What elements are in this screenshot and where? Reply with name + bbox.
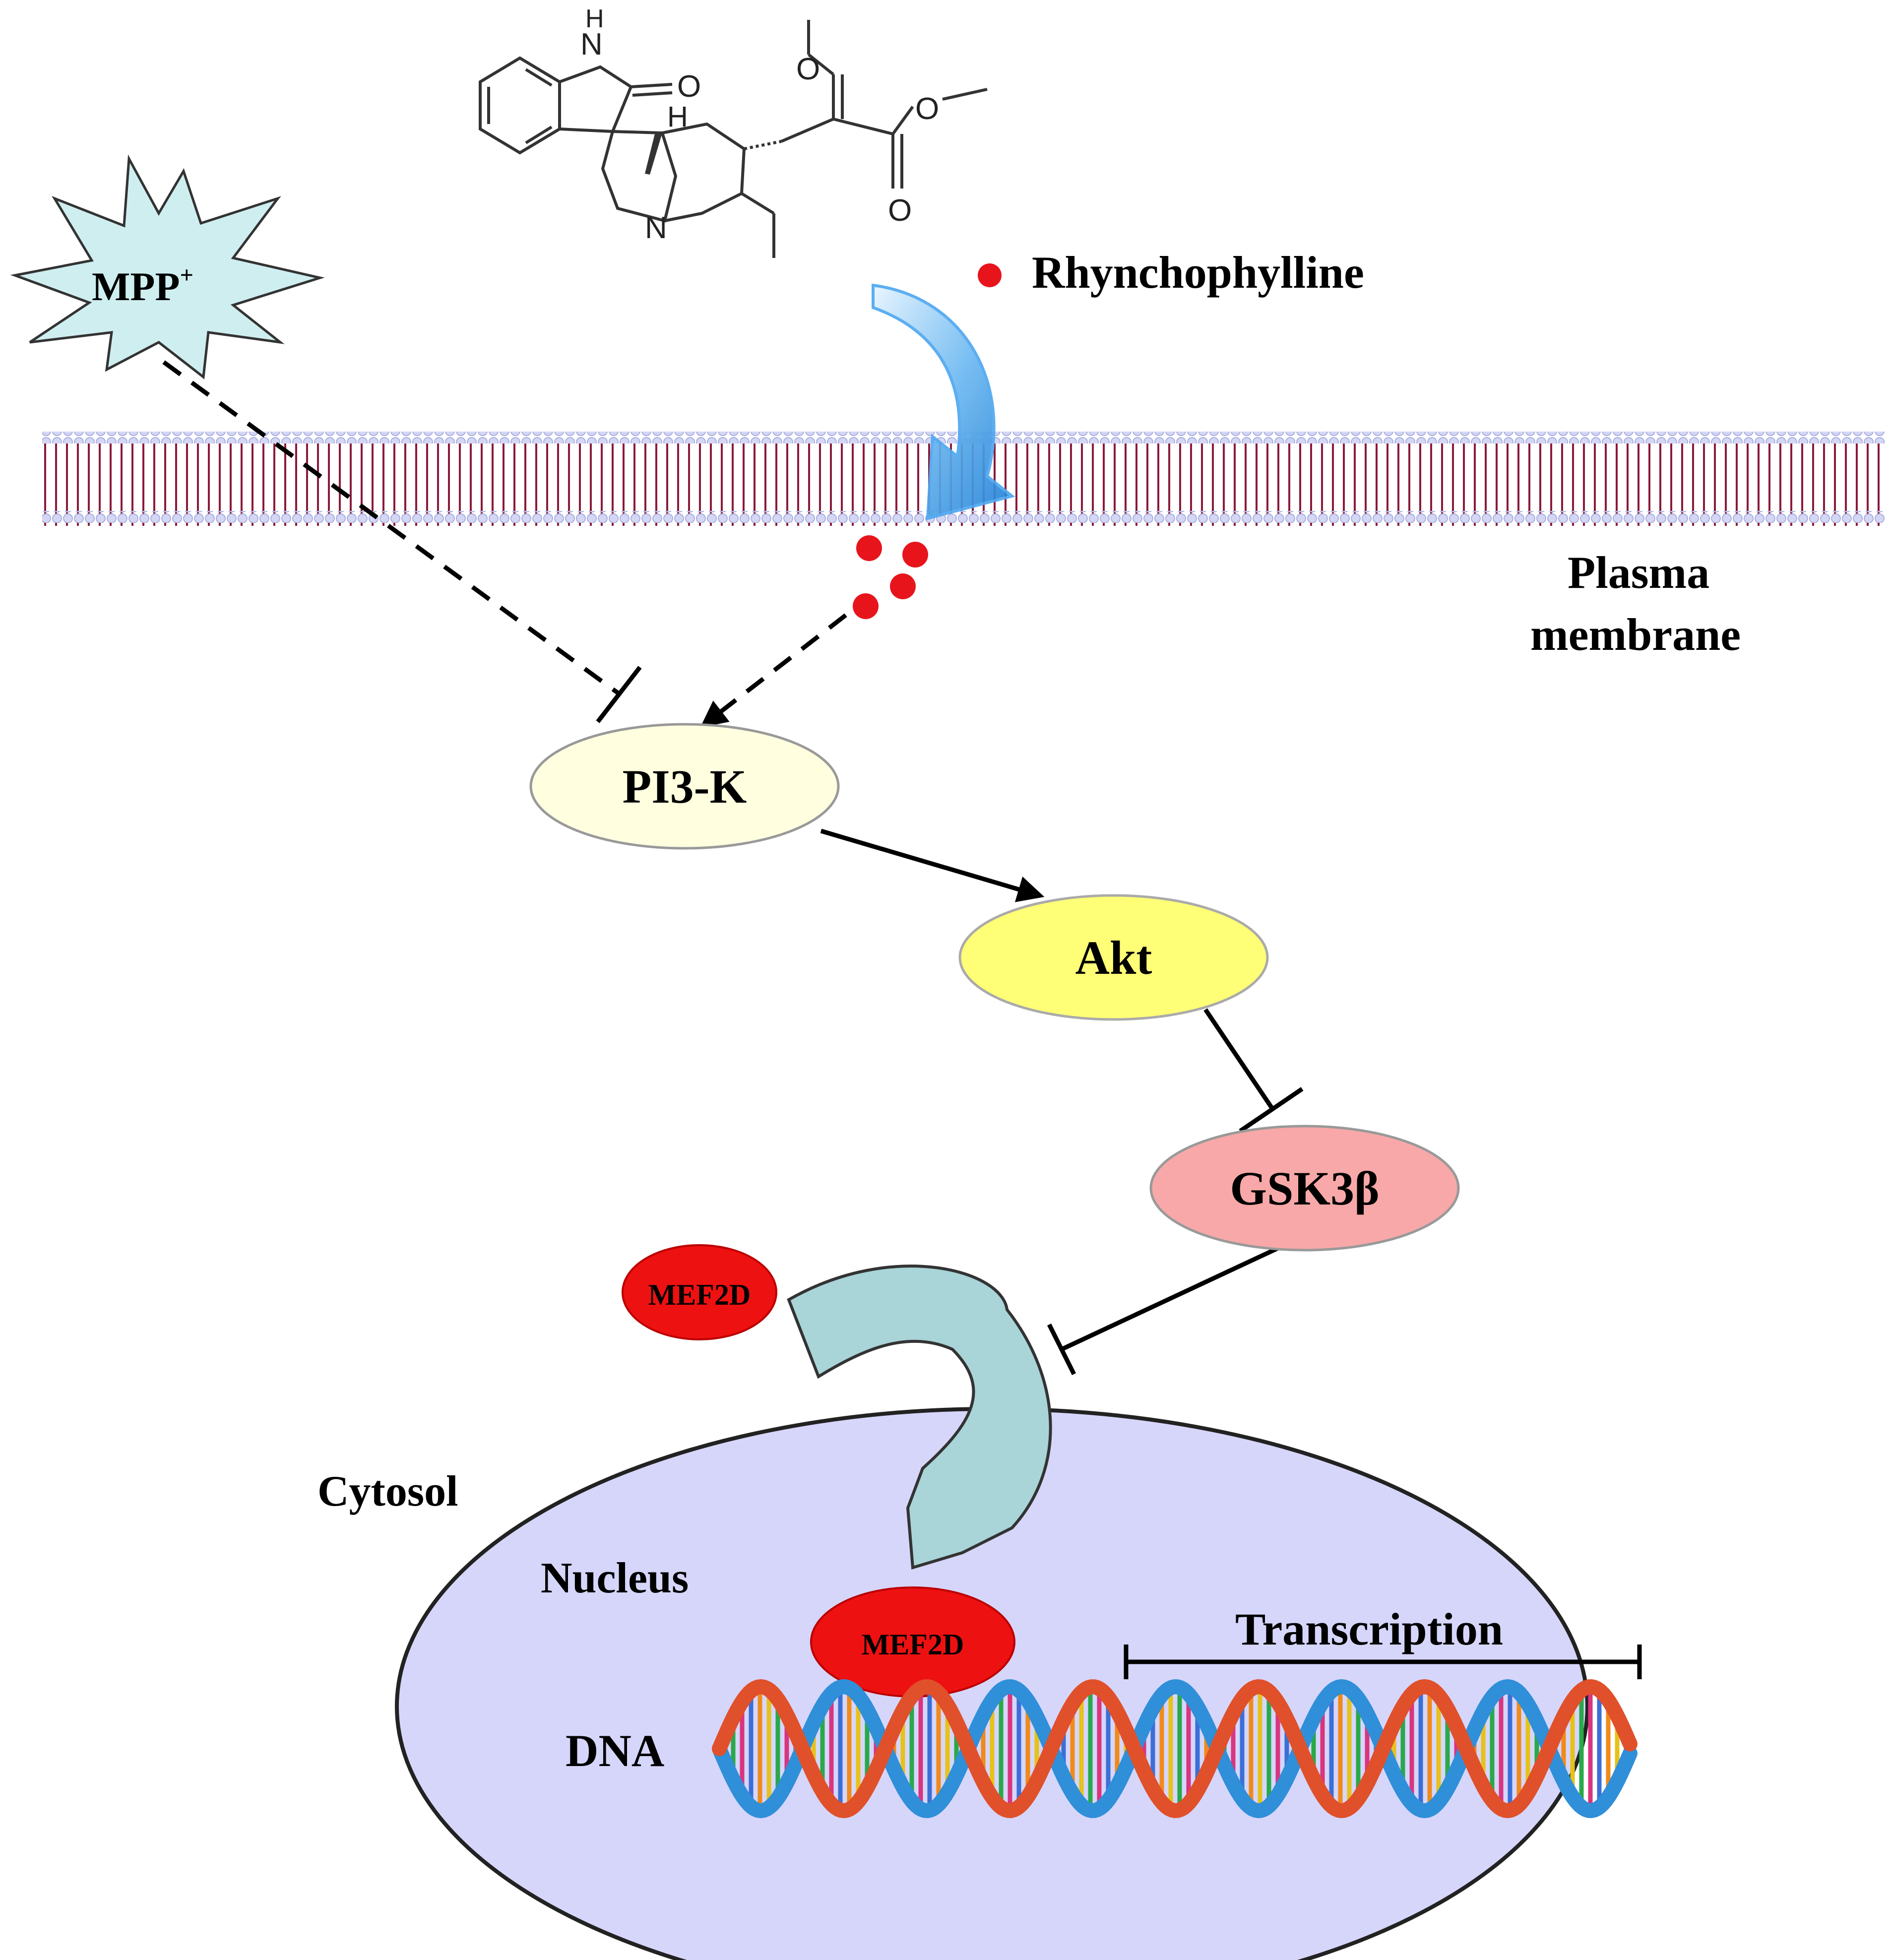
pi3k-label: PI3-K: [623, 760, 747, 813]
mpp-inhibition-bar: [596, 666, 642, 723]
stereo-h-label: H: [667, 101, 688, 133]
mef2d-cytosol-label: MEF2D: [648, 1278, 751, 1311]
pi3k-node[interactable]: PI3-K: [529, 723, 840, 850]
nucleus-label: Nucleus: [541, 1554, 689, 1602]
gsk3b-label: GSK3β: [1230, 1162, 1379, 1215]
plasma-membrane-label-line1: Plasma: [1568, 547, 1709, 598]
entry-arrow-icon: [872, 283, 1015, 520]
gsk3b-inhibition-bar: [1047, 1323, 1076, 1376]
plasma-membrane-label-line2: membrane: [1530, 609, 1741, 660]
dna-label: DNA: [566, 1725, 664, 1776]
rhynchophylline-molecules: [853, 535, 928, 619]
gsk3b-inhibits-mef2d-edge: [1061, 1240, 1291, 1352]
ring-n-label: N: [645, 211, 667, 245]
mef2d-nucleus-node[interactable]: MEF2D: [810, 1586, 1015, 1698]
gsk3b-node[interactable]: GSK3β: [1149, 1125, 1460, 1252]
mef2d-nucleus-label: MEF2D: [862, 1628, 964, 1661]
oxo-label: O: [677, 69, 701, 104]
cytosol-label: Cytosol: [317, 1467, 458, 1516]
mpp-inhibits-pi3k-edge: [162, 360, 622, 696]
akt-inhibits-gsk3b-edge: [1203, 1008, 1274, 1110]
rhyncho-activates-pi3k-edge: [700, 613, 847, 728]
mpp-label: MPP+: [92, 262, 193, 309]
carbonyl-o-label: O: [888, 193, 912, 228]
transcription-bracket: [1124, 1644, 1642, 1679]
methoxy-o-label: O: [796, 52, 820, 86]
nh-hydrogen-label: H: [585, 4, 604, 33]
akt-node[interactable]: Akt: [958, 894, 1269, 1021]
starburst-icon: [10, 154, 325, 379]
transcription-label: Transcription: [1235, 1604, 1503, 1654]
benzene-ring: [479, 56, 561, 155]
rhynchophylline-structure: N H O H N O O O: [479, 4, 988, 258]
nh-nitrogen-label: N: [580, 27, 603, 62]
translocation-arrow-icon: [787, 1265, 1052, 1570]
dna-strand: [712, 1679, 1638, 1819]
ester-o-label: O: [915, 92, 939, 126]
mef2d-cytosol-node[interactable]: MEF2D: [622, 1244, 777, 1340]
pi3k-activates-akt-edge: [820, 828, 1045, 902]
rhynchophylline-label: Rhynchophylline: [1032, 247, 1364, 298]
mpp-node: MPP+: [10, 154, 325, 379]
akt-inhibition-bar: [1239, 1087, 1304, 1133]
akt-label: Akt: [1075, 931, 1152, 984]
rhynchophylline-dot-icon: [978, 263, 1002, 287]
dna-helix-icon: [712, 1679, 1638, 1819]
dna-strand: [712, 1679, 1638, 1819]
